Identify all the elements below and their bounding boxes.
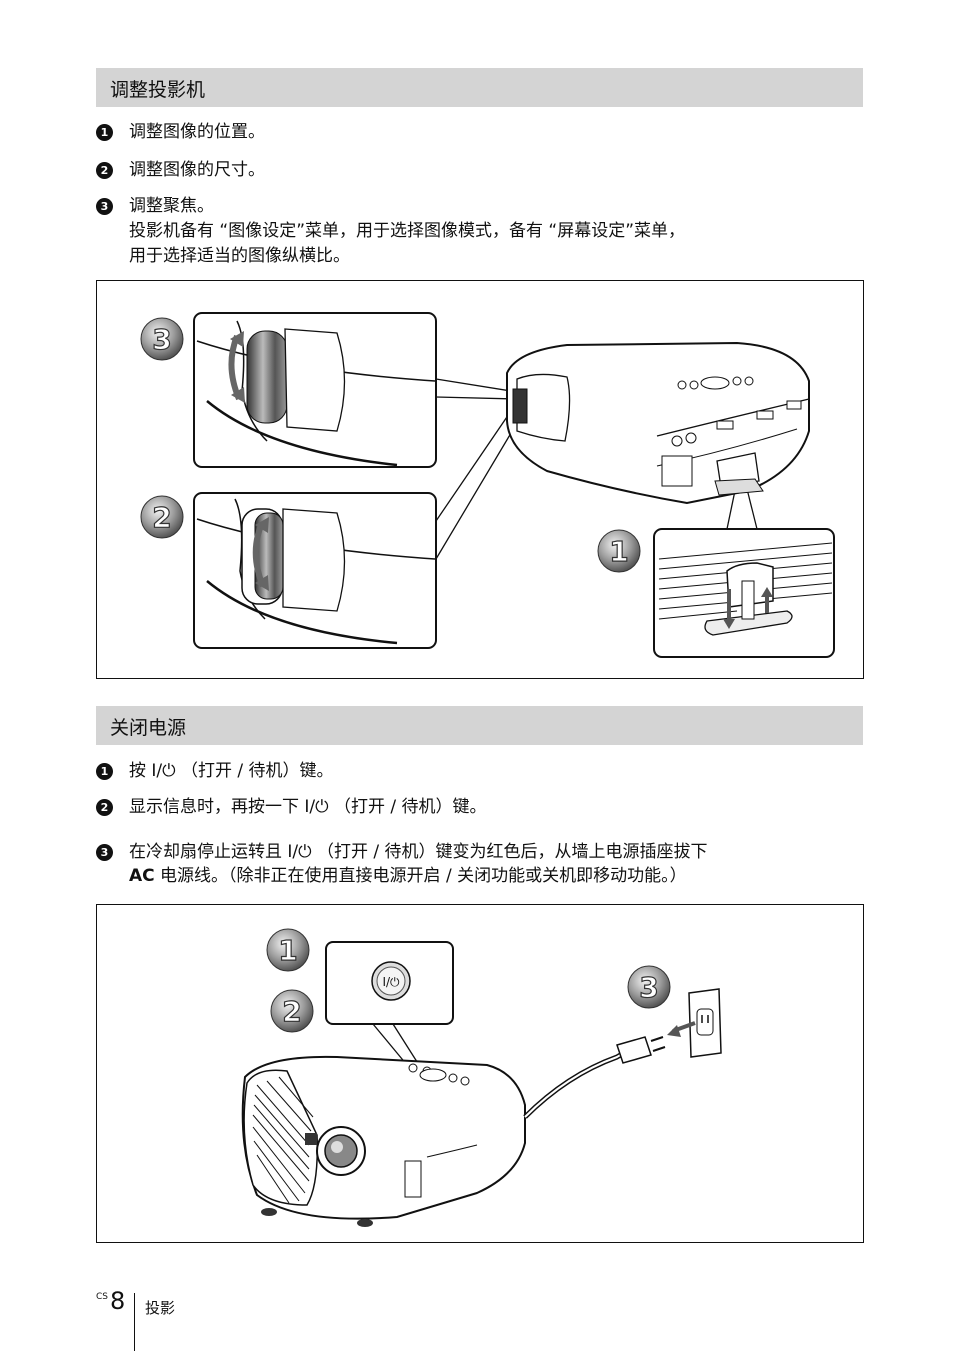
step-note: 投影机备有 “图像设定”菜单，用于选择图像模式，备有 “屏幕设定”菜单，	[129, 221, 686, 241]
power-off-illustration: I/⏻	[241, 928, 722, 1227]
callout-number: 1	[278, 934, 297, 967]
step-text: 按 I/⏻ （打开 / 待机）键。	[129, 761, 334, 781]
section-title: 调整投影机	[110, 79, 206, 101]
chapter-label: 投影	[145, 1299, 176, 1317]
callout-number: 3	[639, 971, 658, 1004]
step-number: 1	[96, 763, 113, 780]
step-number: 1	[96, 124, 113, 141]
callout-2-ball	[140, 495, 184, 539]
section-header-adjust: 调整投影机	[96, 68, 863, 107]
step-text: 调整图像的尺寸。	[129, 160, 265, 180]
step-text-continued: AC 电源线。（除非正在使用直接电源开启 / 关闭功能或关机即移动功能。）	[129, 863, 687, 889]
figure-power-off: I/⏻	[96, 904, 864, 1243]
callout-number: 3	[152, 323, 171, 356]
power-button-label: I/⏻	[382, 975, 400, 989]
step-number: 2	[96, 162, 113, 179]
step-note: 用于选择适当的图像纵横比。	[129, 246, 350, 266]
language-code: CS	[96, 1292, 108, 1302]
ac-label: AC	[129, 866, 155, 886]
callout-number: 1	[609, 535, 628, 568]
callout-1-ball	[597, 529, 641, 573]
footer-divider	[134, 1293, 135, 1351]
step-text-rest: 电源线。（除非正在使用直接电源开启 / 关闭功能或关机即移动功能。）	[154, 866, 687, 886]
step-number: 3	[96, 198, 113, 215]
figure-adjust-projector: 3 2 1	[96, 280, 864, 679]
step-number: 3	[96, 844, 113, 861]
callout-number: 2	[152, 501, 171, 534]
step-number: 2	[96, 799, 113, 816]
callout-3-ball	[140, 317, 184, 361]
step-text: 在冷却扇停止运转且 I/⏻ （打开 / 待机）键变为红色后，从墙上电源插座拔下	[129, 842, 708, 862]
section-header-power-off: 关闭电源	[96, 706, 863, 745]
page-number: 8	[110, 1287, 126, 1315]
step-text: 显示信息时，再按一下 I/⏻ （打开 / 待机）键。	[129, 797, 487, 817]
section-title: 关闭电源	[110, 717, 187, 739]
projector-adjust-illustration: 3 2 1	[140, 312, 835, 658]
step-text: 调整图像的位置。	[129, 122, 265, 142]
step-text: 调整聚焦。	[129, 196, 214, 216]
callout-number: 2	[282, 995, 301, 1028]
